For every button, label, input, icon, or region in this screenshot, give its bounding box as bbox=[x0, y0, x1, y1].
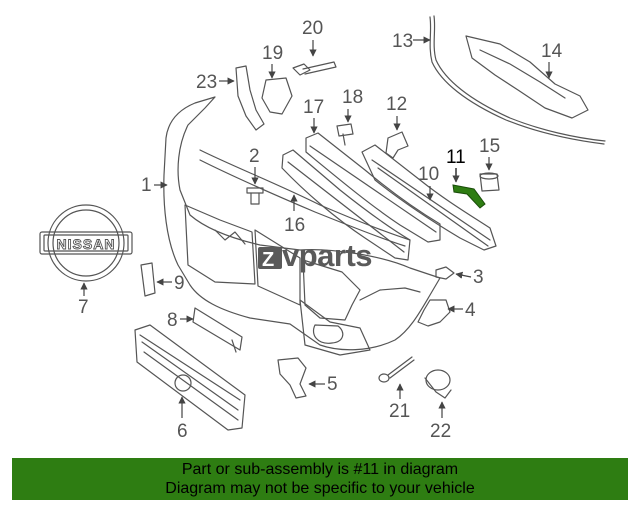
callout-17: 17 bbox=[303, 97, 324, 134]
callout-19: 19 bbox=[262, 43, 283, 79]
callout-18: 18 bbox=[342, 87, 363, 123]
part-20-bolt[interactable] bbox=[292, 61, 337, 76]
svg-text:12: 12 bbox=[386, 94, 407, 115]
part-17-reinforcement[interactable] bbox=[305, 132, 441, 243]
callout-13: 13 bbox=[392, 31, 431, 52]
callout-15: 15 bbox=[479, 136, 500, 171]
svg-text:10: 10 bbox=[418, 164, 439, 185]
info-banner: Part or sub-assembly is #11 in diagram D… bbox=[12, 458, 628, 500]
callout-10: 10 bbox=[418, 164, 439, 201]
svg-text:5: 5 bbox=[327, 374, 338, 395]
watermark-logo: Z vparts bbox=[258, 238, 373, 273]
svg-text:3: 3 bbox=[473, 267, 484, 288]
svg-text:13: 13 bbox=[392, 31, 413, 52]
part-2-clip[interactable] bbox=[246, 187, 264, 205]
callout-4: 4 bbox=[447, 300, 476, 321]
svg-text:6: 6 bbox=[177, 421, 188, 442]
part-18-bolt[interactable] bbox=[336, 123, 354, 146]
part-6-grille[interactable] bbox=[134, 324, 246, 431]
svg-text:11: 11 bbox=[446, 147, 466, 168]
part-13-seal[interactable] bbox=[429, 15, 606, 145]
callout-2: 2 bbox=[249, 146, 260, 185]
callout-23: 23 bbox=[196, 72, 235, 93]
callout-8: 8 bbox=[167, 310, 194, 331]
callout-16: 16 bbox=[284, 194, 305, 236]
svg-text:20: 20 bbox=[302, 18, 323, 39]
part-7-emblem[interactable]: NISSAN bbox=[39, 204, 133, 282]
part-19-bracket[interactable] bbox=[261, 77, 293, 115]
svg-text:1: 1 bbox=[141, 175, 152, 196]
svg-text:4: 4 bbox=[465, 300, 476, 321]
part-1-bumper-fascia[interactable] bbox=[163, 96, 441, 356]
banner-line-2: Diagram may not be specific to your vehi… bbox=[165, 480, 475, 497]
callout-9: 9 bbox=[156, 273, 185, 294]
callout-1: 1 bbox=[141, 175, 168, 196]
part-23-bracket[interactable] bbox=[235, 65, 265, 131]
callout-7: 7 bbox=[78, 282, 89, 318]
svg-text:Z: Z bbox=[262, 249, 274, 271]
callout-6: 6 bbox=[177, 396, 188, 442]
parts-diagram: 1 2 3 4 5 6 bbox=[39, 15, 606, 442]
svg-text:2: 2 bbox=[249, 146, 260, 167]
callout-12: 12 bbox=[386, 94, 407, 131]
svg-text:15: 15 bbox=[479, 136, 500, 157]
callout-20: 20 bbox=[302, 18, 323, 57]
svg-text:8: 8 bbox=[167, 310, 178, 331]
part-21-cable[interactable] bbox=[378, 356, 415, 383]
callout-11: 11 bbox=[446, 147, 466, 183]
svg-text:17: 17 bbox=[303, 97, 324, 118]
part-3-clip-nut[interactable] bbox=[435, 266, 455, 280]
part-16-absorber[interactable] bbox=[281, 149, 411, 261]
svg-text:7: 7 bbox=[78, 297, 89, 318]
part-11-highlighted[interactable] bbox=[452, 184, 486, 209]
part-14-air-guide[interactable] bbox=[465, 35, 589, 119]
callout-21: 21 bbox=[389, 383, 410, 422]
svg-text:21: 21 bbox=[389, 401, 410, 422]
svg-text:14: 14 bbox=[541, 41, 563, 62]
svg-text:16: 16 bbox=[284, 215, 305, 236]
svg-text:18: 18 bbox=[342, 87, 363, 108]
svg-text:23: 23 bbox=[196, 72, 217, 93]
svg-text:vparts: vparts bbox=[282, 238, 372, 273]
banner-line-1: Part or sub-assembly is #11 in diagram bbox=[181, 461, 459, 478]
callout-22: 22 bbox=[430, 401, 451, 442]
svg-text:22: 22 bbox=[430, 421, 451, 442]
svg-text:19: 19 bbox=[262, 43, 283, 64]
callout-14: 14 bbox=[541, 41, 563, 79]
callout-3: 3 bbox=[455, 267, 484, 288]
part-5-bracket[interactable] bbox=[277, 357, 307, 399]
part-22-sensor[interactable] bbox=[424, 369, 452, 399]
part-12-clip[interactable] bbox=[385, 131, 409, 159]
emblem-text: NISSAN bbox=[57, 236, 116, 252]
part-9-bracket[interactable] bbox=[140, 262, 156, 297]
part-8-license-bracket[interactable] bbox=[192, 307, 243, 353]
part-4-bracket[interactable] bbox=[417, 299, 451, 327]
callout-5: 5 bbox=[308, 374, 338, 395]
svg-text:9: 9 bbox=[174, 273, 185, 294]
part-15-bumper-stop[interactable] bbox=[479, 172, 500, 192]
